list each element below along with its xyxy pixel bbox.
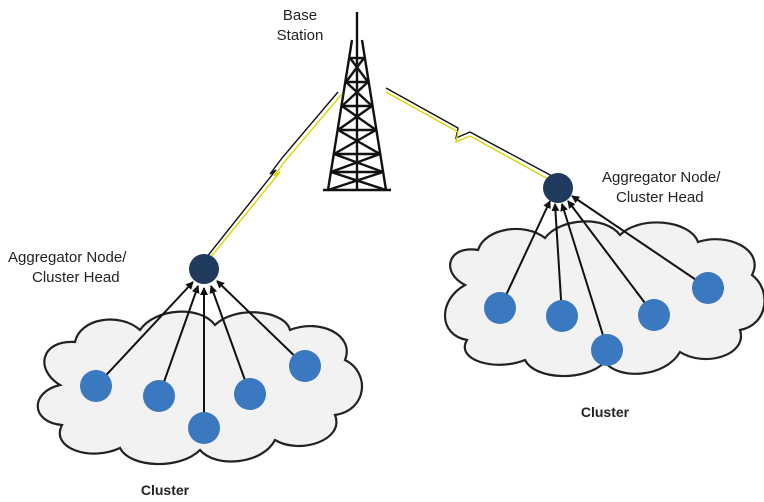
sensor-node — [80, 370, 112, 402]
left-cluster-head-node — [189, 254, 219, 284]
sensor-node — [546, 300, 578, 332]
right-cluster-head-node — [543, 173, 573, 203]
sensor-node — [143, 380, 175, 412]
right-cluster-label: Cluster — [560, 402, 650, 422]
sensor-node — [188, 412, 220, 444]
left-cluster-label: Cluster — [120, 480, 210, 500]
base-station-label: Base Station — [270, 6, 330, 46]
left-head-label-line2: Cluster Head — [32, 269, 120, 286]
right-head-label-line2: Cluster Head — [616, 189, 704, 206]
left-cluster-cloud — [36, 310, 363, 466]
right-head-label: Aggregator Node/ Cluster Head — [602, 168, 762, 208]
right-head-label-line1: Aggregator Node/ — [602, 169, 721, 186]
right-cluster-cloud — [443, 220, 764, 378]
sensor-node — [289, 350, 321, 382]
left-wireless-link — [205, 91, 343, 259]
base-station-label-line1: Base — [282, 7, 318, 24]
sensor-node — [591, 334, 623, 366]
base-station-tower-icon — [323, 12, 391, 192]
sensor-node — [234, 378, 266, 410]
left-head-label: Aggregator Node/ Cluster Head — [8, 248, 183, 288]
right-cluster-label-text: Cluster — [580, 404, 630, 420]
sensor-node — [692, 272, 724, 304]
sensor-node — [638, 299, 670, 331]
sensor-node — [484, 292, 516, 324]
left-cluster-arrows — [95, 280, 306, 425]
base-station-label-line2: Station — [276, 27, 324, 44]
left-head-label-line1: Aggregator Node/ — [8, 249, 127, 266]
right-wireless-link — [385, 87, 553, 181]
right-cluster-arrows — [499, 195, 709, 349]
left-cluster-label-text: Cluster — [140, 482, 190, 498]
